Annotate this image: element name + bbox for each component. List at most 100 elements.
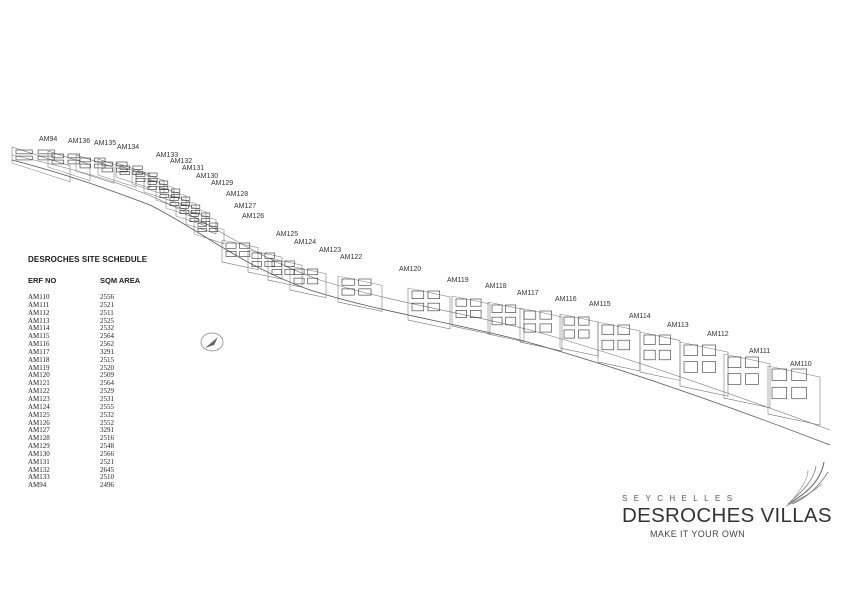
sqm-area: 2552	[100, 418, 114, 427]
plot-parcel	[767, 365, 821, 426]
plot-label: AM117	[517, 290, 539, 297]
sqm-area: 2511	[100, 308, 114, 317]
erf-number: AM130	[28, 449, 50, 458]
plot-parcel	[165, 193, 197, 219]
sqm-area: 2562	[100, 340, 114, 349]
plot-label: AM118	[485, 283, 507, 290]
plot-parcel	[247, 249, 283, 280]
sqm-area: 3291	[100, 426, 114, 435]
schedule-row: AM119 2520	[28, 363, 168, 373]
erf-number: AM118	[28, 355, 50, 364]
plot-parcel	[407, 287, 451, 330]
sqm-area: 2520	[100, 363, 114, 372]
erf-number: AM111	[28, 300, 50, 309]
erf-number: AM116	[28, 340, 50, 349]
plot-parcel	[75, 154, 115, 184]
plot-parcel	[267, 257, 303, 288]
sqm-area: 2531	[100, 394, 114, 403]
schedule-header-row: ERF NO SQM AREA	[28, 276, 168, 285]
erf-number: AM126	[28, 418, 50, 427]
plot-label: AM131	[182, 165, 204, 172]
schedule-row: AM116 2562	[28, 340, 168, 349]
plot-label: AM132	[170, 158, 192, 165]
plot-label: AM127	[234, 203, 256, 210]
erf-number: AM120	[28, 371, 50, 380]
sqm-area: 2564	[100, 379, 114, 388]
plot-parcel	[451, 295, 491, 335]
erf-number: AM110	[28, 293, 50, 301]
plot-label: AM133	[156, 152, 178, 159]
plot-label: AM116	[555, 296, 577, 303]
site-schedule: DESROCHES SITE SCHEDULE ERF NO SQM AREA …	[28, 255, 168, 490]
plot-label: AM128	[226, 191, 248, 198]
erf-number: AM132	[28, 465, 50, 474]
plot-label: AM114	[629, 313, 651, 320]
erf-number: AM113	[28, 316, 50, 325]
plot-label: AM126	[242, 213, 264, 220]
sqm-area: 2556	[100, 293, 114, 301]
plot-label: AM136	[68, 138, 90, 145]
schedule-row: AM129 2548	[28, 442, 168, 451]
erf-number: AM129	[28, 442, 50, 451]
plot-label: AM130	[196, 173, 218, 180]
plot-label: AM123	[319, 247, 341, 254]
erf-number: AM124	[28, 402, 50, 411]
north-arrow-icon	[200, 332, 224, 352]
schedule-row: AM132 2645	[28, 465, 168, 475]
plot-label: AM115	[589, 301, 611, 308]
plot-parcel	[221, 239, 259, 270]
erf-number: AM123	[28, 394, 50, 403]
plot-parcel	[487, 301, 525, 342]
plot-label: AM119	[447, 277, 469, 284]
schedule-row: AM127 3291	[28, 426, 168, 435]
plot-parcel	[723, 353, 771, 409]
plot-parcel	[597, 321, 641, 372]
erf-number: AM117	[28, 347, 50, 356]
plot-parcel	[185, 209, 217, 235]
sqm-area: 2516	[100, 434, 114, 443]
sqm-area: 2529	[100, 387, 114, 396]
plot-label: AM120	[399, 266, 421, 273]
sqm-area: 2496	[100, 481, 114, 490]
sqm-area: 2566	[100, 449, 114, 458]
erf-number: AM94	[28, 481, 47, 490]
erf-number: AM115	[28, 332, 50, 341]
plot-parcel	[193, 219, 225, 245]
plot-label: AM113	[667, 322, 689, 329]
schedule-row: AM123 2531	[28, 394, 168, 404]
erf-number: AM128	[28, 434, 50, 443]
plot-label: AM111	[749, 348, 770, 355]
sqm-area: 2521	[100, 457, 114, 466]
erf-number: AM114	[28, 324, 50, 333]
plot-label: AM125	[276, 231, 298, 238]
sqm-area: 3291	[100, 347, 114, 356]
brand-tagline: MAKE IT YOUR OWN	[650, 529, 746, 539]
plot-label: AM135	[94, 140, 116, 147]
brand-name: DESROCHES VILLAS	[622, 504, 832, 527]
plot-label: AM110	[790, 361, 812, 368]
plot-label: AM122	[340, 254, 362, 261]
sqm-area: 2548	[100, 442, 114, 451]
schedule-row: AM130 2566	[28, 449, 168, 459]
plot-parcel	[519, 307, 563, 352]
schedule-title: DESROCHES SITE SCHEDULE	[28, 255, 148, 264]
sqm-area: 2521	[100, 300, 114, 309]
erf-number: AM127	[28, 426, 50, 435]
plot-label: AM134	[117, 144, 139, 151]
erf-number: AM119	[28, 363, 50, 372]
sqm-area: 2564	[100, 332, 114, 341]
sqm-area: 2645	[100, 465, 114, 474]
schedule-row: AM117 3291	[28, 347, 168, 357]
erf-number: AM112	[28, 308, 50, 317]
schedule-row: AM128 2516	[28, 434, 168, 443]
plot-label: AM112	[707, 331, 729, 338]
plot-parcel	[143, 177, 175, 203]
schedule-row: AM94 2496	[28, 481, 168, 490]
